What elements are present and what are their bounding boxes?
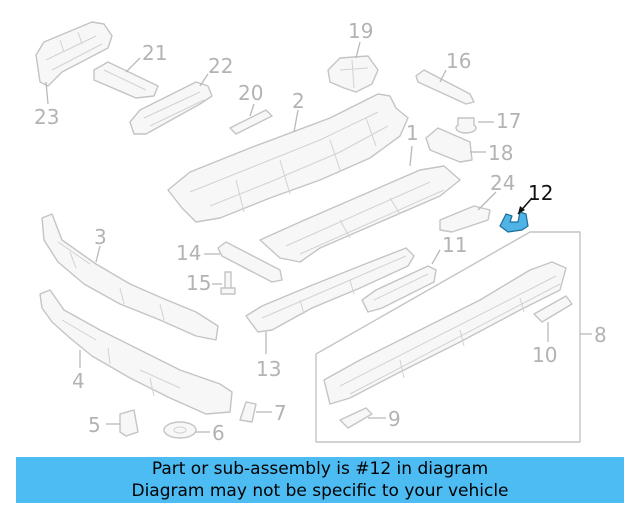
part-17-plug: 17 (455, 109, 521, 134)
info-banner: Part or sub-assembly is #12 in diagram D… (16, 457, 624, 503)
label-5: 5 (88, 413, 101, 437)
label-6: 6 (212, 421, 225, 445)
label-8: 8 (594, 323, 607, 347)
label-18: 18 (488, 141, 513, 165)
part-24-plate: 24 (439, 171, 515, 233)
banner-line-2: Diagram may not be specific to your vehi… (131, 481, 509, 501)
part-10-bracket: 10 (532, 295, 573, 367)
banner-line-1: Part or sub-assembly is #12 in diagram (151, 459, 489, 479)
label-13: 13 (256, 357, 281, 381)
label-10: 10 (532, 343, 557, 367)
label-15: 15 (186, 271, 211, 295)
label-9: 9 (388, 407, 401, 431)
label-12: 12 (528, 181, 553, 205)
part-8-rocker-assembly: 8 (315, 231, 607, 443)
label-22: 22 (208, 54, 233, 78)
part-11-reinforcement: 11 (361, 233, 467, 313)
part-16-strip: 16 (415, 49, 475, 105)
label-11: 11 (442, 233, 467, 257)
part-23-crossmember: 23 (34, 21, 113, 129)
label-20: 20 (238, 81, 263, 105)
part-15-bolt: 15 (186, 271, 236, 295)
part-20-strip: 20 (229, 81, 273, 135)
label-19: 19 (348, 19, 373, 43)
part-4-side-member: 4 (39, 289, 233, 415)
part-7-plate: 7 (239, 401, 287, 425)
label-17: 17 (496, 109, 521, 133)
label-16: 16 (446, 49, 471, 73)
label-3: 3 (94, 225, 107, 249)
label-24: 24 (490, 171, 515, 195)
part-18-panel: 18 (425, 127, 513, 165)
part-6-mount: 6 (163, 421, 225, 445)
label-2: 2 (292, 89, 305, 113)
parts-diagram: 23 21 22 20 19 2 1 (34, 19, 607, 445)
part-3-rear-rail: 3 (41, 213, 219, 341)
label-21: 21 (142, 41, 167, 65)
part-9-bracket: 9 (339, 407, 401, 431)
part-12-highlighted: 12 (499, 181, 553, 233)
part-13-front-member: 13 (245, 247, 415, 381)
part-22-reinforcement: 22 (129, 54, 233, 135)
part-5-bracket: 5 (88, 409, 139, 437)
label-7: 7 (274, 401, 287, 425)
part-19-bracket: 19 (327, 19, 379, 93)
label-23: 23 (34, 105, 59, 129)
part-21-bracket: 21 (93, 41, 167, 99)
part-1-front-floor: 1 (259, 121, 461, 263)
label-4: 4 (72, 369, 85, 393)
part-2-rear-floor: 2 (167, 89, 409, 223)
part-14-bracket: 14 (176, 241, 283, 283)
label-14: 14 (176, 241, 201, 265)
label-1: 1 (406, 121, 419, 145)
